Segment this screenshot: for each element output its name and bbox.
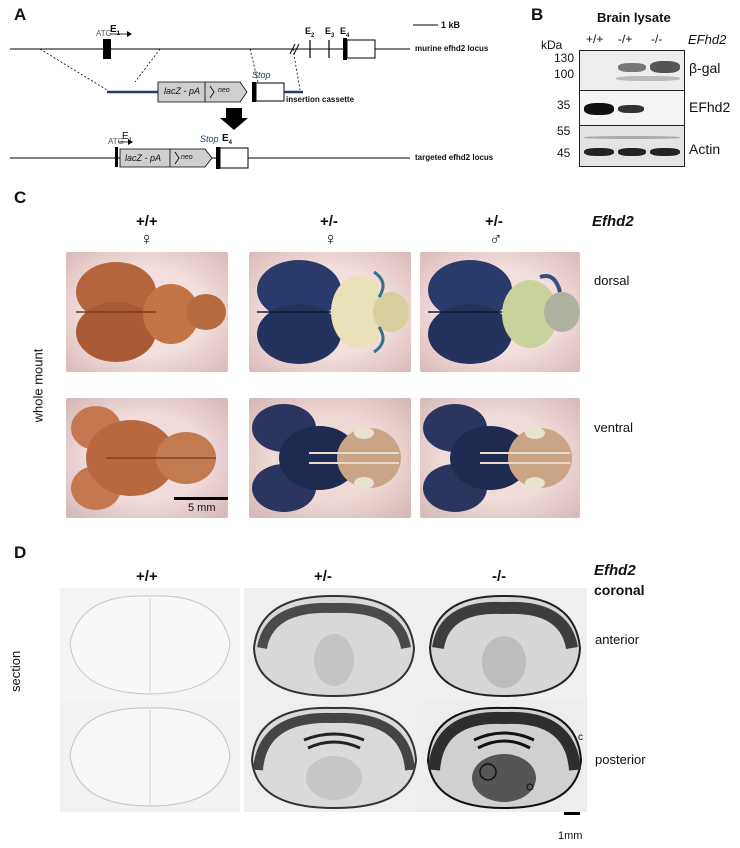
kda-label: kDa [541,38,563,52]
row-label-anterior: anterior [595,632,640,647]
blot-label-actin: Actin [689,141,721,157]
blot-beta-gal [579,50,685,92]
blot-efhd2 [579,90,685,127]
stop-bottom-label: Stop [200,134,219,144]
sex-symbol-c-3: ♂ [489,229,503,249]
genotype-c-3: +/- [485,213,503,230]
exon-3-label: E3 [325,26,335,39]
lacz-bottom-label: lacZ - pA [125,153,162,163]
exon-4-mark [343,38,347,60]
neo-label: neo [218,87,230,94]
blot-label-beta-gal: β-gal [689,60,721,76]
marker-130: 130 [554,51,575,65]
section-anterior-wt [60,588,240,700]
panel-c-letter: C [14,188,27,207]
plane-label-coronal: coronal [594,582,645,598]
exon-1-bottom-label: E1 [122,131,133,144]
genotype-c-2: +/- [320,213,338,230]
genotype-b-het: -/+ [618,32,633,46]
section-posterior-ko [422,700,587,812]
sex-symbol-c-1: ♀ [140,229,154,249]
brain-lysate-title: Brain lysate [597,10,671,25]
down-arrow [220,118,248,130]
exon-4-label: E4 [340,26,350,39]
marker-55: 55 [557,124,571,138]
row-label-posterior: posterior [595,752,646,767]
gene-label-b: EFhd2 [688,32,727,47]
genotype-b-wt: +/+ [586,32,604,46]
neo-bottom-label: neo [181,154,193,161]
photo-dorsal-het-female [249,252,411,372]
mark-c-label: c [578,732,583,743]
scale-label-1mm: 1mm [558,830,583,842]
marker-100: 100 [554,67,575,81]
panel-a-diagram [10,24,438,169]
lacz-label: lacZ - pA [164,86,201,96]
side-label-whole-mount: whole mount [30,348,46,423]
insertion-cassette-label: insertion cassette [286,95,355,104]
targeted-locus-label: targeted efhd2 locus [415,153,494,162]
row-label-ventral: ventral [594,420,634,435]
scale-label-5mm: 5 mm [188,502,216,514]
sex-symbol-c-2: ♀ [324,229,338,249]
exon-2-label: E2 [305,26,315,39]
atg-label-bottom: ATG [108,137,124,146]
photo-ventral-het-female [249,398,411,518]
marker-35: 35 [557,98,571,112]
section-posterior-het [244,700,424,812]
section-posterior-wt [60,700,240,812]
genotype-d-3: -/- [492,568,507,585]
side-label-section: section [8,650,23,692]
genotype-d-2: +/- [314,568,332,585]
panel-b-letter: B [531,5,544,24]
photo-dorsal-het-male [420,252,580,372]
exon-4-bottom-label: E4 [222,133,233,146]
genotype-d-1: +/+ [136,568,158,585]
murine-locus-label: murine efhd2 locus [415,44,489,53]
photo-ventral-wt [66,398,228,518]
gene-label-c: Efhd2 [592,213,634,230]
atg-label-top: ATG [96,29,112,38]
blot-actin [579,125,685,167]
gene-label-d: Efhd2 [594,562,636,579]
scale-bar-1mm [564,812,580,815]
section-anterior-het [244,588,424,700]
lacz-box [157,81,248,103]
stop-label: Stop [252,70,271,80]
panel-d-letter: D [14,543,27,562]
kb-scale-label: 1 kB [441,20,461,30]
row-label-dorsal: dorsal [594,273,630,288]
exon-1-label: E1 [110,24,121,37]
photo-dorsal-wt [66,252,228,372]
blot-label-efhd2: EFhd2 [689,99,731,115]
section-anterior-ko [422,588,587,700]
photo-ventral-het-male [420,398,580,518]
panel-a-letter: A [14,5,27,24]
genotype-b-ko: -/- [651,32,663,46]
exon-1-box [103,39,111,59]
genotype-c-1: +/+ [136,213,158,230]
scale-bar-5mm [174,497,228,500]
marker-45: 45 [557,146,571,160]
